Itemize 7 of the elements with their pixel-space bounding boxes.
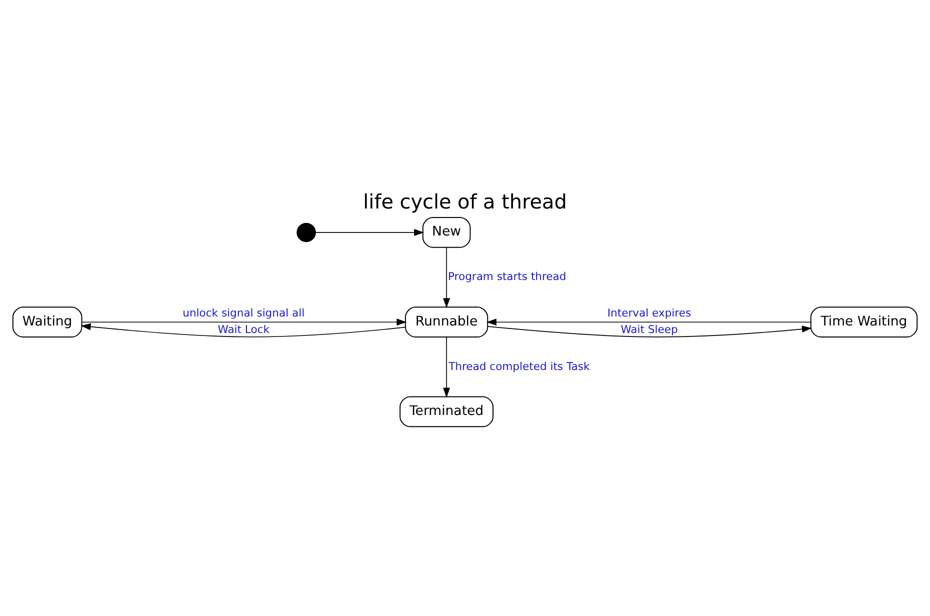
edge-label: Interval expires — [607, 306, 692, 320]
edge-label: Wait Lock — [218, 323, 270, 336]
edge-label: Wait Sleep — [620, 323, 678, 336]
edge-label: Thread completed its Task — [448, 360, 590, 373]
edge-label: unlock signal signal all — [182, 306, 305, 320]
diagram-title: life cycle of a thread — [363, 190, 567, 214]
edge-label: Program starts thread — [448, 270, 566, 284]
